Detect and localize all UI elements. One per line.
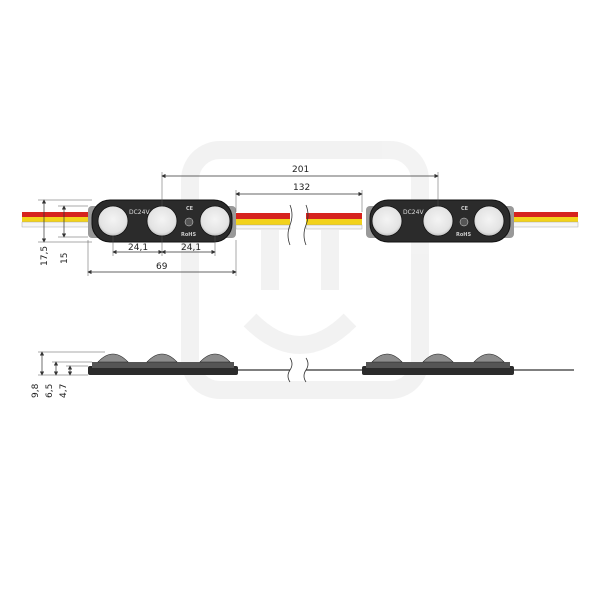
dim-width-total-label: 17,5 (40, 246, 50, 266)
led-module-2: DC24V CE RoHS (366, 199, 514, 243)
ce-mark-2: CE (461, 206, 469, 212)
rohs-mark: RoHS (181, 232, 196, 238)
right-wires (509, 212, 579, 228)
side-view: 9,8 6,5 4,7 (31, 351, 574, 398)
lens-5 (422, 205, 454, 237)
mounting-hole-icon-2 (459, 217, 469, 227)
dim-width-body-label: 15 (60, 253, 70, 264)
lens-1 (97, 205, 129, 237)
side-module-1 (88, 353, 238, 375)
lens-2 (146, 205, 178, 237)
break-mark-side (287, 357, 309, 383)
dim-height: 9,8 6,5 4,7 (31, 351, 105, 398)
dim-lens-pitch-right-label: 24,1 (181, 243, 201, 253)
middle-wires-right (305, 213, 363, 230)
dim-width: 17,5 15 (38, 199, 92, 266)
dim-lens-pitch: 24,1 24,1 (112, 236, 216, 256)
middle-wires-left (235, 213, 291, 230)
top-view: DC24V CE RoHS DC24V CE RoHS 201 (21, 165, 579, 276)
led-module-1: DC24V CE RoHS (88, 199, 236, 243)
side-module-2 (362, 353, 514, 375)
left-wires (21, 212, 93, 228)
rohs-mark-2: RoHS (456, 232, 471, 238)
dim-module-length-label: 69 (156, 262, 168, 272)
dim-height-total-label: 9,8 (31, 383, 41, 398)
dim-wire-length-label: 132 (293, 183, 310, 193)
dim-pitch: 201 (161, 165, 439, 206)
dim-pitch-label: 201 (292, 165, 309, 175)
lens-6 (473, 205, 505, 237)
dim-height-body-label: 4,7 (59, 384, 69, 398)
voltage-label: DC24V (129, 209, 150, 216)
break-mark-top (287, 204, 309, 246)
dim-module-length: 69 (87, 240, 237, 276)
lens-4 (371, 205, 403, 237)
dim-lens-pitch-left-label: 24,1 (128, 243, 148, 253)
lens-3 (199, 205, 231, 237)
voltage-label-2: DC24V (403, 209, 424, 216)
dim-height-lens-label: 6,5 (45, 384, 55, 398)
ce-mark: CE (186, 206, 194, 212)
dim-wire-length: 132 (235, 183, 363, 212)
mounting-hole-icon (184, 217, 194, 227)
